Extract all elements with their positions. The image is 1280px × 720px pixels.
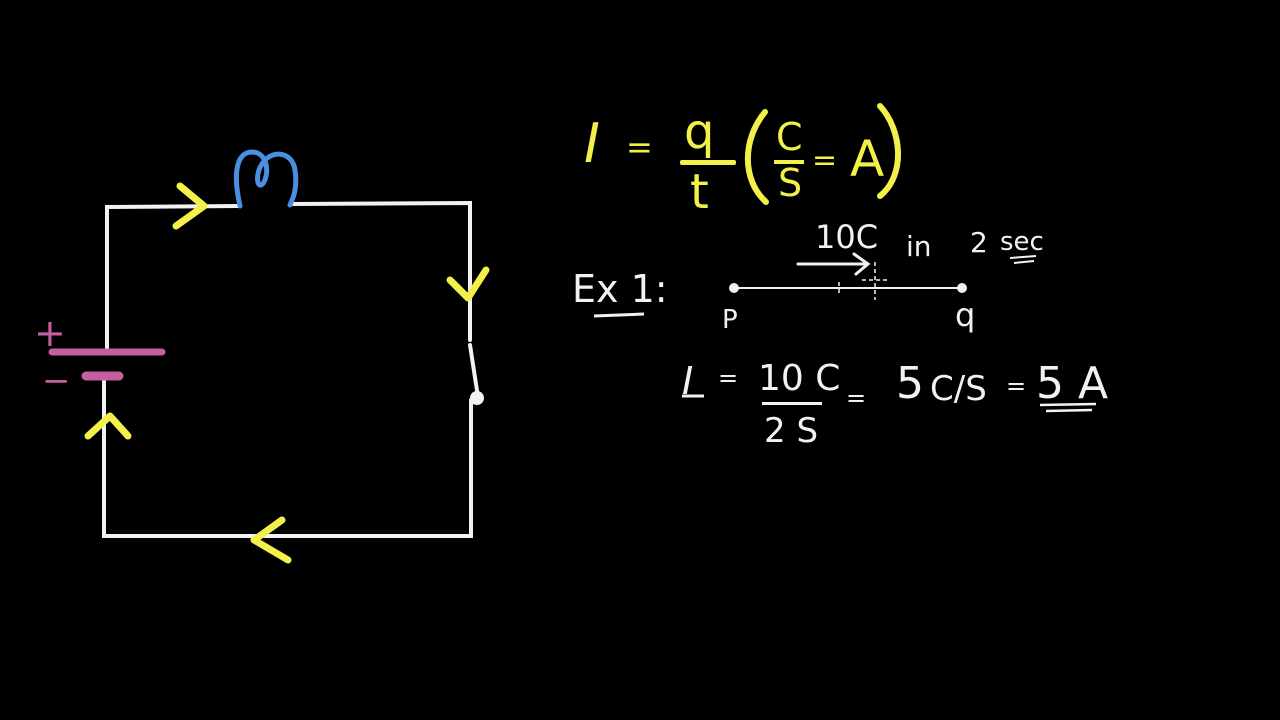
calc-eq2: = (846, 384, 866, 412)
circuit-wires (102, 200, 480, 538)
calc-mid-value: 5 (896, 358, 924, 409)
calc-eq3: = (1006, 372, 1026, 400)
battery (48, 348, 166, 381)
calc-result: 5 A (1036, 358, 1108, 409)
battery-plus-label: + (34, 311, 66, 355)
point-q-label: q (955, 296, 975, 334)
time-unit-underline (1009, 255, 1037, 264)
formula-numerator: q (684, 104, 714, 160)
cross-section-marker (838, 262, 890, 300)
arrow-up-icon (84, 412, 132, 440)
unit-denominator: S (778, 161, 802, 205)
calc-eq1: = (718, 364, 738, 392)
time-unit: sec (1000, 227, 1044, 257)
calc-mid-unit: C/S (930, 369, 987, 409)
unit-equals: = (812, 143, 837, 178)
unit-numerator: C (776, 115, 803, 159)
arrow-left-icon (250, 516, 292, 564)
unit-fraction-bar (774, 160, 804, 164)
charge-flow-arrow-icon (796, 252, 871, 276)
point-q-dot (957, 283, 967, 293)
calc-result-double-underline (1039, 402, 1097, 413)
in-label: in (906, 230, 932, 263)
switch-contact (470, 391, 484, 405)
calc-fraction-bar (762, 402, 822, 405)
formula-equals: = (626, 128, 653, 166)
unit-result: A (850, 130, 884, 188)
point-p-dot (729, 283, 739, 293)
formula-denominator: t (690, 164, 709, 220)
current-arrows (84, 182, 490, 564)
example-1: Ex 1: 10C in 2 sec P q I = 10 C 2 S = 5 … (572, 218, 1108, 451)
point-p-label: P (722, 305, 738, 335)
calc-lhs: I (682, 359, 693, 403)
calc-numerator: 10 C (758, 358, 840, 399)
bulb-coil (233, 149, 299, 209)
switch-lever (468, 343, 480, 399)
top-wire-right (290, 200, 472, 342)
charge-label: 10C (815, 218, 878, 256)
formula-fraction-bar (680, 160, 736, 165)
arrow-right-icon (172, 182, 208, 230)
time-value: 2 (970, 226, 988, 259)
battery-minus-label: − (42, 361, 71, 401)
top-wire-left (105, 204, 242, 352)
calc-denominator: 2 S (764, 411, 818, 451)
formula-lhs: I (584, 112, 600, 175)
example-label-underline (593, 312, 645, 318)
open-paren (744, 109, 769, 205)
close-paren (877, 103, 901, 199)
arrow-down-icon (446, 266, 490, 302)
formula-current: I = q t C S = A (584, 103, 901, 220)
right-wire-lower (102, 378, 473, 538)
example-label: Ex 1: (572, 267, 668, 311)
